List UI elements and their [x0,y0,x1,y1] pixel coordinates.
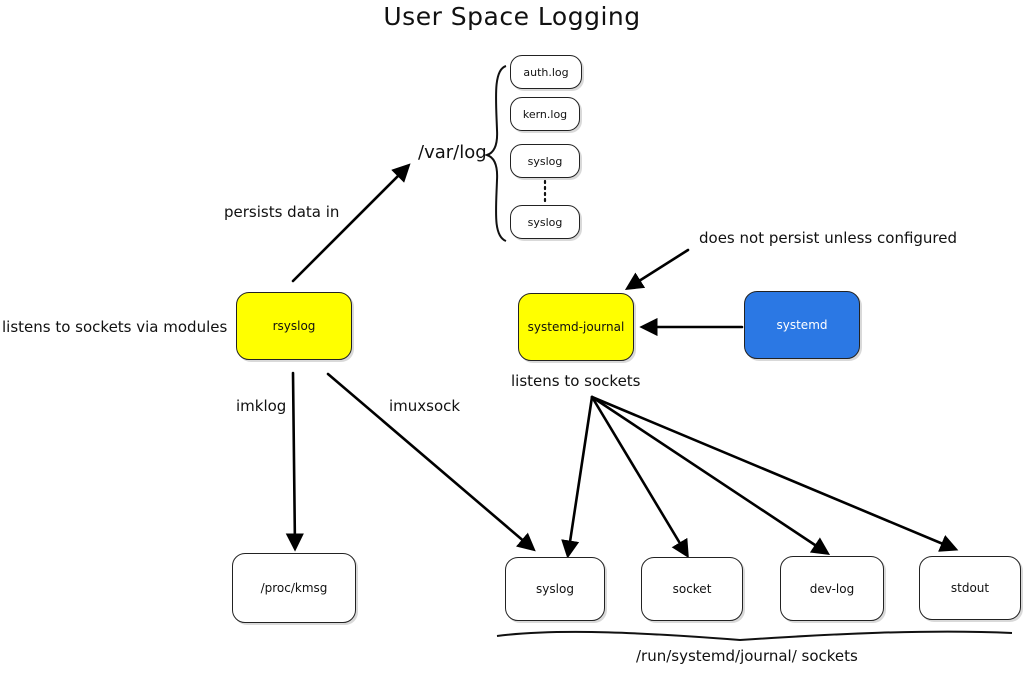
systemd-journal-box: systemd-journal [518,293,634,361]
systemd-box: systemd [744,291,860,359]
varlog-file-box: syslog [510,205,580,239]
arrow-journal-to-socket [590,395,689,559]
label-persists: persists data in [224,203,340,221]
label-run-sockets: /run/systemd/journal/ sockets [636,647,858,665]
varlog-brace [483,65,507,242]
label-imklog: imklog [236,397,287,415]
socket-box-stdout: stdout [919,556,1021,620]
label-does-not-persist: does not persist unless configured [699,229,958,247]
arrow-journal-to-stdout [590,395,959,552]
label-imuxsock: imuxsock [389,397,461,415]
proc-kmsg-box: /proc/kmsg [232,553,356,623]
arrow-note-to-journal [624,248,690,290]
arrow-rsyslog-to-syslog-socket [326,372,536,552]
socket-box-syslog: syslog [505,557,605,621]
rsyslog-box: rsyslog [236,292,352,360]
arrow-rsyslog-to-varlog [291,163,411,283]
sockets-brace [496,630,1013,642]
label-listens-modules: listens to sockets via modules [2,318,228,336]
arrow-rsyslog-to-kmsg [285,371,304,552]
varlog-file-box: syslog [510,144,580,178]
arrow-journal-to-devlog [590,395,831,556]
socket-box-socket: socket [641,557,743,621]
arrow-journal-to-syslog [561,395,594,559]
diagram-title: User Space Logging [383,2,641,31]
socket-box-devlog: dev-log [780,556,884,621]
varlog-file-box: auth.log [510,55,582,89]
varlog-file-box: kern.log [510,97,580,131]
label-varlog: /var/log [418,142,487,163]
label-listens-sockets: listens to sockets [511,372,641,390]
